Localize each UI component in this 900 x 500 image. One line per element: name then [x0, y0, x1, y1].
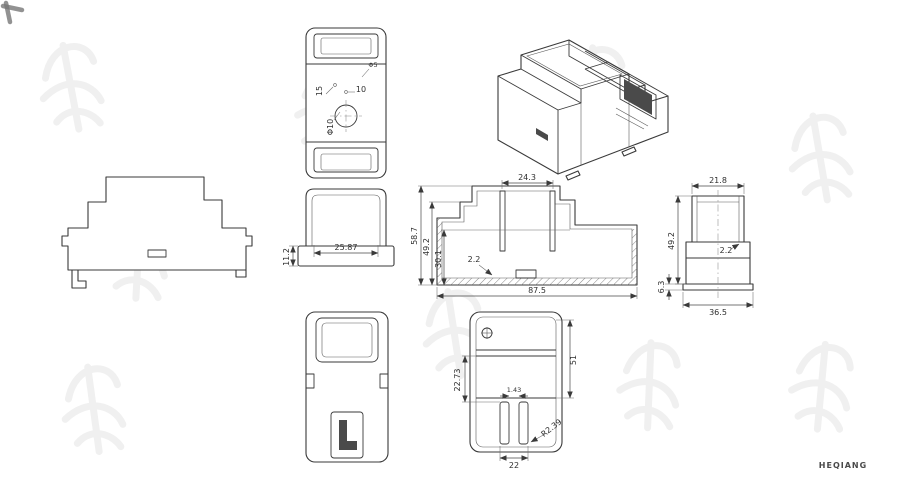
- dim-top-pitch: 15: [315, 86, 324, 96]
- front-top-outline: [305, 188, 387, 247]
- rear-tab-left: [305, 373, 315, 389]
- iso-rail-slots: [615, 107, 649, 130]
- iso-front-slot: [536, 128, 548, 141]
- front-dimensions: 25.87 11.2: [282, 243, 379, 267]
- top-recess-lower: [313, 147, 379, 173]
- bottom-slot-left: [499, 401, 510, 445]
- view-top: 15 10 Φ10 Φ5: [305, 27, 387, 179]
- dim-end-width: 36.5: [709, 308, 727, 317]
- dim-front-depth: 11.2: [282, 248, 291, 266]
- dim-section-wall: 2.2: [468, 255, 481, 264]
- dim-bottom-offset: 22.73: [453, 369, 462, 392]
- dim-section-height-inner: 30.1: [434, 250, 443, 268]
- rear-clip-body: [330, 411, 364, 459]
- bottom-slot-right: [518, 401, 529, 445]
- side-din-clip: [71, 269, 87, 289]
- top-recess-upper: [313, 33, 379, 59]
- brand-mark: HEQIANG: [819, 461, 867, 470]
- view-rear: [305, 311, 389, 463]
- section-boss: [515, 269, 537, 279]
- view-front-small: 25.87 11.2: [282, 188, 395, 267]
- rear-recess: [315, 317, 379, 363]
- iso-connector-recess: [619, 74, 657, 120]
- bottom-outline: [469, 311, 563, 453]
- dim-end-base-height: 6.3: [657, 281, 666, 294]
- dim-top-corner-hole: Φ5: [368, 61, 377, 69]
- section-rib-right: [549, 190, 556, 252]
- iso-foot-front: [565, 170, 581, 181]
- iso-edges: [497, 40, 669, 174]
- section-hatch-floor: [442, 278, 632, 285]
- side-outline: [61, 176, 253, 271]
- dim-section-rib-gap: 24.3: [518, 173, 536, 182]
- dim-section-width: 87.5: [528, 286, 546, 295]
- side-foot: [235, 269, 247, 278]
- dim-section-height-total: 58.7: [410, 227, 419, 245]
- rear-clip-spring: [339, 420, 357, 450]
- side-label-recess: [147, 249, 167, 258]
- dim-bottom-length: 51: [569, 355, 578, 365]
- dim-end-top-width: 21.8: [709, 176, 727, 185]
- section-outline: [436, 185, 638, 286]
- end-dimensions: 21.8 49.2 2.2 6.3 36.5: [657, 176, 754, 317]
- iso-foot-right: [621, 146, 637, 157]
- dim-end-height: 49.2: [667, 232, 676, 250]
- section-dimensions: 24.3 58.7 49.2 30.1 2.2 87.5: [410, 173, 638, 299]
- view-section: 24.3 58.7 49.2 30.1 2.2 87.5: [410, 173, 638, 299]
- dim-section-height-body: 49.2: [422, 238, 431, 256]
- dim-top-center-hole: Φ10: [326, 119, 335, 135]
- view-bottom: 22.73 1.43 51 22 R2.39: [453, 311, 578, 470]
- corner-mark: [0, 0, 25, 25]
- section-rib-left: [499, 190, 506, 252]
- dim-top-offset: 10: [356, 85, 366, 94]
- section-hatch-left: [437, 218, 442, 285]
- dim-front-width: 25.87: [335, 243, 358, 252]
- dim-end-wall: 2.2: [720, 246, 733, 255]
- view-end: 21.8 49.2 2.2 6.3 36.5: [657, 176, 754, 317]
- dim-bottom-web: 1.43: [507, 386, 521, 394]
- iso-connector-opening: [624, 79, 652, 115]
- section-hatch-right: [632, 229, 637, 285]
- rear-tab-right: [379, 373, 389, 389]
- view-isometric: [497, 39, 669, 181]
- dim-bottom-slot-span: 22: [509, 461, 519, 470]
- view-side-profile: [61, 176, 253, 289]
- top-dimensions: 15 10 Φ10 Φ5: [315, 61, 378, 135]
